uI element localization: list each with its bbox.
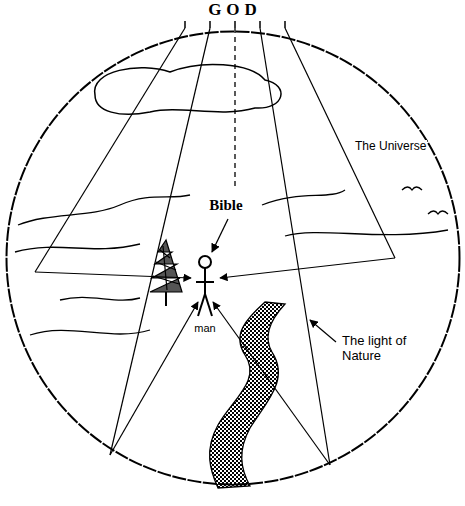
man-figure — [196, 256, 214, 316]
nature-pointer — [310, 320, 336, 342]
bible-label: Bible — [207, 197, 244, 214]
man-label: man — [192, 322, 217, 335]
universe-circle: The Universe — [5, 30, 461, 486]
hills — [15, 190, 448, 335]
tree — [150, 240, 182, 306]
cloud — [95, 64, 281, 114]
god-label: GOD — [206, 0, 264, 20]
nature-label: The light of Nature — [340, 334, 426, 364]
universe-label: The Universe — [354, 140, 427, 154]
light-rays — [35, 28, 395, 465]
god-ticks — [185, 21, 285, 28]
river — [210, 302, 285, 488]
bible-arrow — [212, 219, 228, 252]
universe-outline — [5, 30, 461, 486]
birds — [402, 187, 448, 214]
bible-dashed-line — [234, 28, 235, 190]
